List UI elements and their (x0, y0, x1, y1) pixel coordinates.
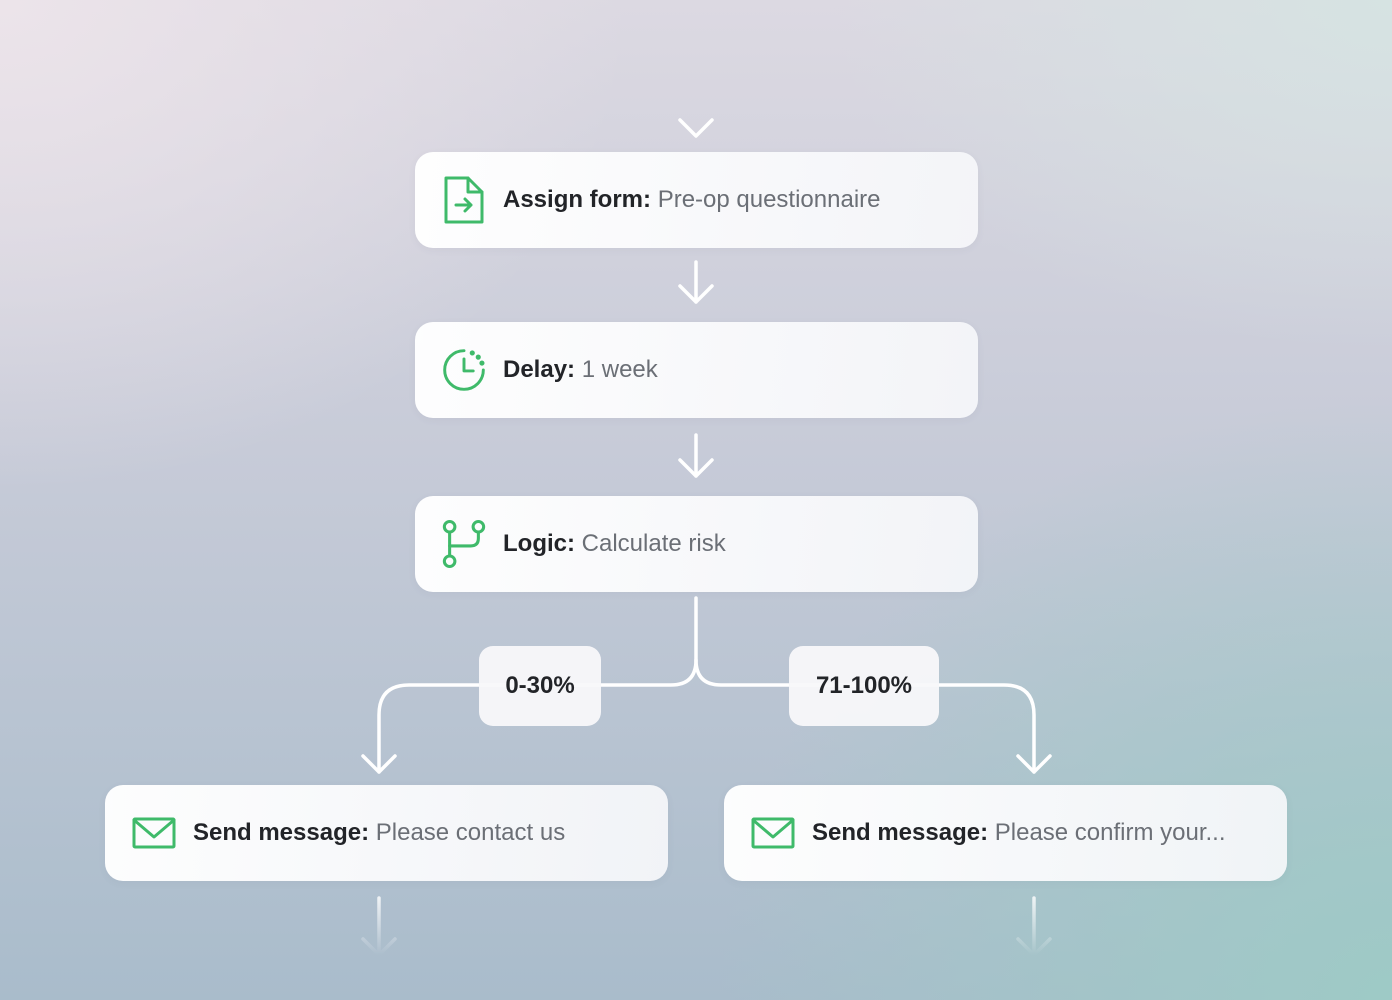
envelope-icon (750, 810, 796, 856)
message-key: Send message: (193, 819, 370, 846)
delay-step[interactable]: Delay: 1 week (415, 322, 978, 418)
branch-icon (441, 519, 487, 569)
send-message-step-high[interactable]: Send message: Please confirm your... (724, 785, 1287, 881)
step-value: Calculate risk (581, 530, 726, 557)
step-key: Assign form: (503, 186, 652, 213)
arrow-assign-to-delay (678, 260, 714, 304)
branch-label-low[interactable]: 0-30% (479, 646, 601, 726)
step-value: 1 week (581, 356, 658, 383)
logic-step[interactable]: Logic: Calculate risk (415, 496, 978, 592)
step-key: Logic: (503, 530, 575, 557)
message-value: Please confirm your... (994, 819, 1226, 846)
arrow-out-right (1016, 896, 1052, 957)
arrow-delay-to-logic (678, 433, 714, 478)
envelope-icon (131, 810, 177, 856)
branch-connector-right (694, 658, 1052, 774)
send-message-step-low[interactable]: Send message: Please contact us (105, 785, 668, 881)
form-assign-icon (441, 176, 487, 224)
step-key: Delay: (503, 356, 576, 383)
branch-label-high[interactable]: 71-100% (789, 646, 939, 726)
arrow-out-left (361, 896, 397, 957)
step-value: Pre-op questionnaire (657, 186, 881, 213)
message-value: Please contact us (375, 819, 566, 846)
message-key: Send message: (812, 819, 989, 846)
clock-icon (441, 347, 487, 393)
assign-form-step[interactable]: Assign form: Pre-op questionnaire (415, 152, 978, 248)
